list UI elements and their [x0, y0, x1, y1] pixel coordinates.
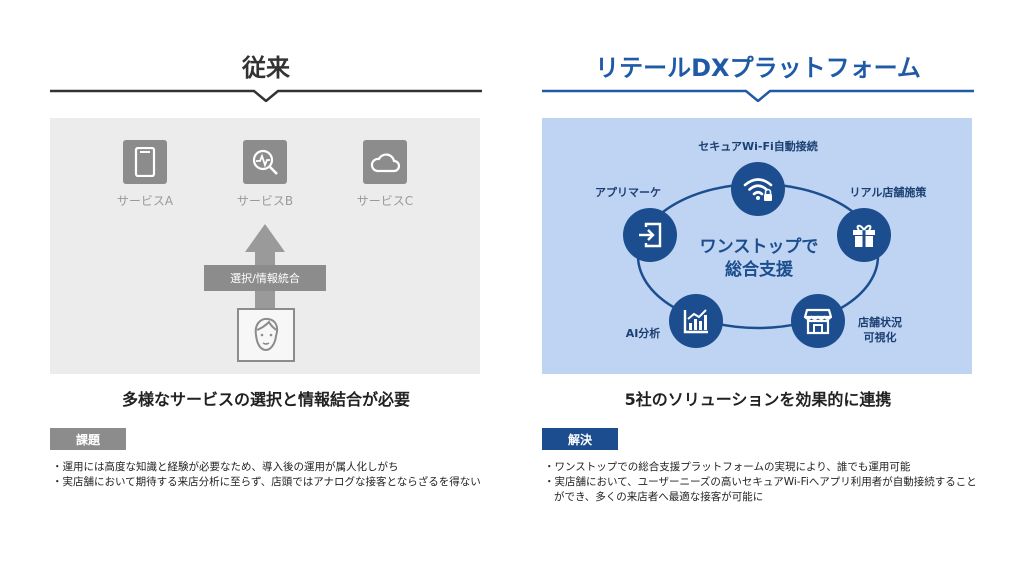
store-node-label: 店舗状況 可視化	[850, 316, 910, 346]
service-c: サービスC	[335, 140, 435, 209]
smartphone-icon	[123, 140, 167, 184]
person-face-icon	[237, 308, 295, 362]
center-text-line2: 総合支援	[725, 259, 793, 280]
list-item: 運用には高度な知識と経験が必要なため、導入後の運用が属人化しがち	[52, 460, 492, 475]
list-item: ワンストップでの総合支援プラットフォームの実現により、誰でも運用可能	[544, 460, 984, 475]
list-item: 実店舗において、ユーザーニーズの高いセキュアWi-Fiへアプリ利用者が自動接続す…	[544, 475, 984, 505]
solution-list: ワンストップでの総合支援プラットフォームの実現により、誰でも運用可能 実店舗にお…	[544, 460, 984, 506]
storefront-icon	[791, 294, 845, 348]
service-a-label: サービスA	[116, 194, 174, 208]
solution-badge: 解決	[542, 428, 618, 450]
app-node-label: アプリマーケ	[595, 186, 661, 199]
platform-panel	[542, 118, 972, 374]
gift-node-label: リアル店舗施策	[849, 186, 927, 199]
service-b-label: サービスB	[236, 194, 294, 208]
right-caption: 5社のソリューションを効果的に連携	[624, 390, 892, 409]
app-login-icon	[623, 208, 677, 262]
wifi-node-label: セキュアWi-Fi自動接続	[698, 140, 818, 153]
issue-badge: 課題	[50, 428, 126, 450]
bar-chart-icon	[669, 294, 723, 348]
service-b: サービスB	[215, 140, 315, 209]
ai-node-label: AI分析	[625, 327, 661, 340]
store-node-label-line2: 可視化	[863, 330, 897, 344]
gift-icon	[837, 208, 891, 262]
service-a: サービスA	[95, 140, 195, 209]
analytics-search-icon	[243, 140, 287, 184]
center-text-line1: ワンストップで	[699, 237, 819, 257]
wifi-lock-icon	[731, 162, 785, 216]
list-item: 実店舗において期待する来店分析に至らず、店頭ではアナログな接客とならざるを得ない	[52, 475, 492, 490]
left-caption: 多様なサービスの選択と情報結合が必要	[121, 390, 410, 409]
up-arrow-head	[245, 224, 285, 252]
select-integrate-label: 選択/情報統合	[204, 265, 326, 291]
cloud-icon	[363, 140, 407, 184]
right-header-divider	[542, 89, 974, 102]
left-column-title: 従来	[242, 54, 290, 82]
right-column-title: リテールDXプラットフォーム	[595, 54, 921, 82]
issue-list: 運用には高度な知識と経験が必要なため、導入後の運用が属人化しがち 実店舗において…	[52, 460, 492, 490]
left-header-divider	[50, 89, 482, 102]
center-text: ワンストップで 総合支援	[684, 236, 834, 282]
service-c-label: サービスC	[356, 194, 414, 208]
store-node-label-line1: 店舗状況	[858, 316, 902, 329]
